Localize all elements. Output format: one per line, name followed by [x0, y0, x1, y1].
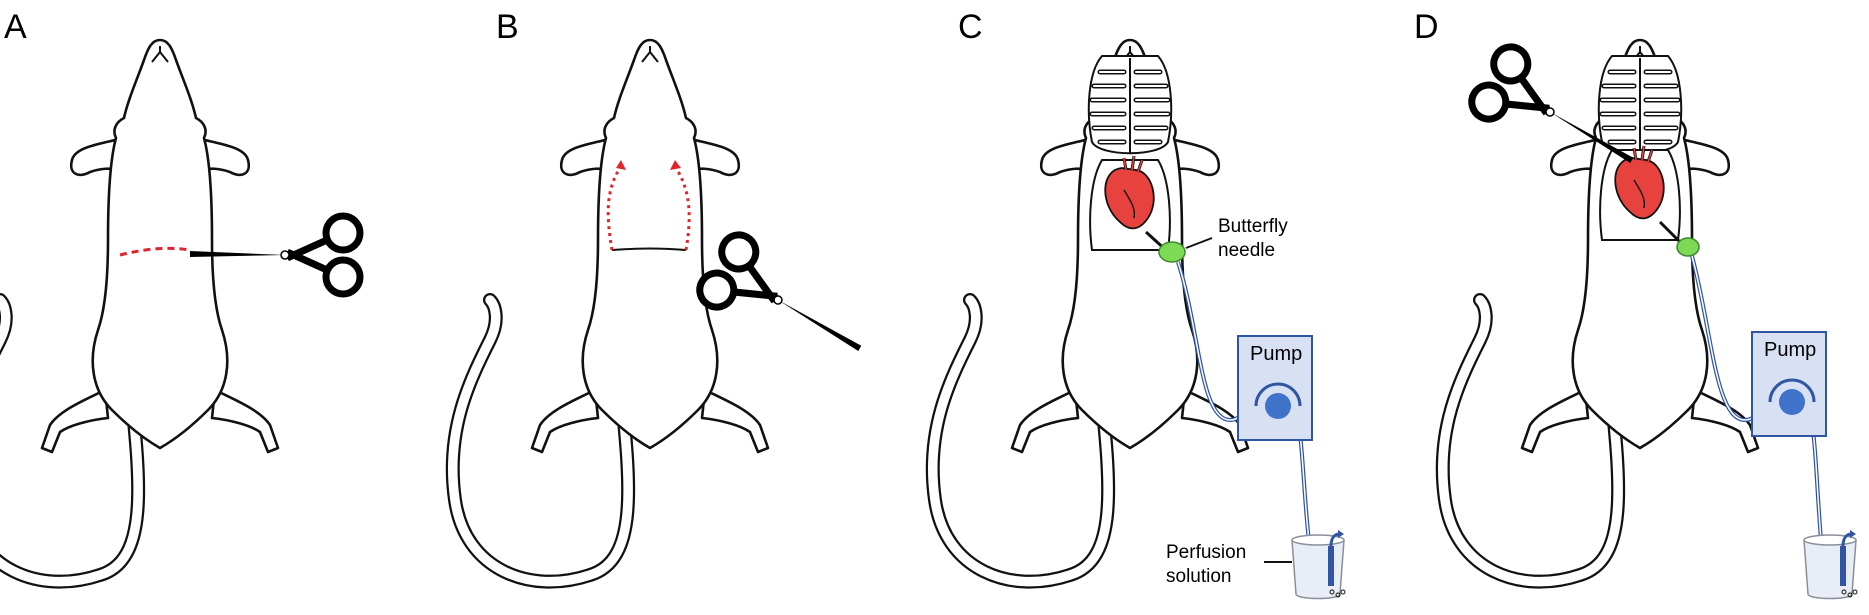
ribcage-icon	[1089, 56, 1171, 154]
ribcage-icon	[1599, 56, 1681, 154]
solution-label-line1: Perfusion	[1166, 542, 1246, 563]
panel-letter-c: C	[958, 8, 983, 46]
pump-label: Pump	[1250, 343, 1302, 365]
needle-label-line2: needle	[1218, 240, 1275, 261]
scissors-icon	[694, 229, 880, 382]
panel-b: B	[453, 8, 880, 582]
pump-label: Pump	[1764, 339, 1816, 361]
panel-letter-d: D	[1414, 8, 1439, 46]
solution-label-line2: solution	[1166, 566, 1232, 587]
beaker-icon	[1802, 528, 1859, 600]
panel-c: C Butterfly needle Pump Perfusion soluti…	[933, 8, 1347, 600]
heart-icon	[1598, 144, 1682, 242]
incision-line	[119, 246, 191, 257]
scissors-icon	[190, 216, 360, 294]
butterfly-needle-icon	[1158, 241, 1186, 263]
panel-a: A	[0, 8, 360, 582]
rat-body	[453, 40, 768, 582]
panel-letter-b: B	[496, 8, 519, 46]
panel-d: D Pump	[1414, 8, 1859, 600]
needle-label-line1: Butterfly	[1218, 216, 1288, 237]
heart-icon	[1088, 154, 1172, 252]
incision-line	[611, 247, 687, 251]
butterfly-needle-icon	[1676, 237, 1700, 257]
panel-letter-a: A	[4, 8, 27, 46]
beaker-icon	[1290, 528, 1347, 600]
rat-body	[0, 40, 278, 582]
